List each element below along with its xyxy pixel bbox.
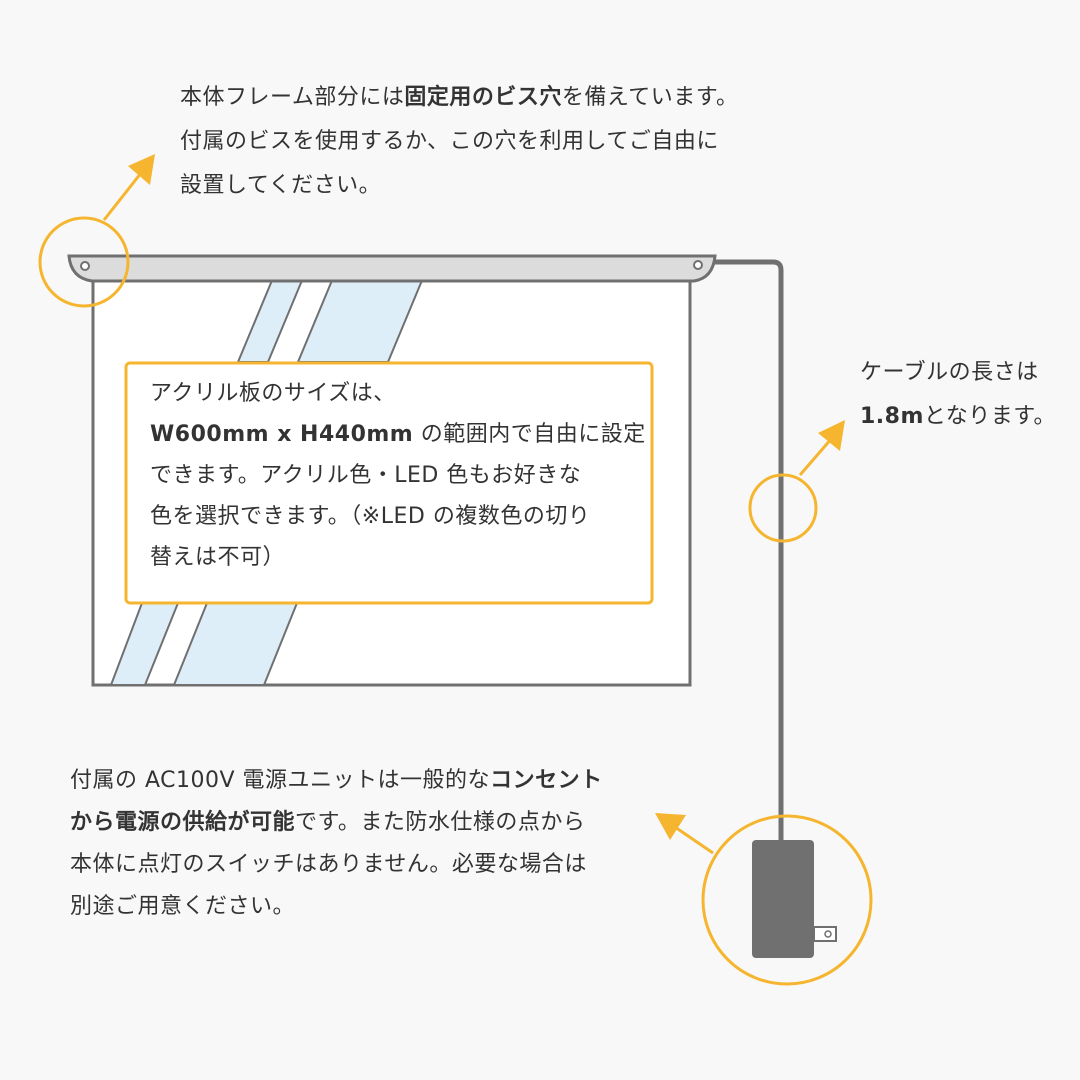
plug-hole xyxy=(824,930,832,938)
note-center-line5: 替えは不可） xyxy=(150,545,286,570)
note-acrylic-size: アクリル板のサイズは、 W600mm x H440mm の範囲内で自由に設定 で… xyxy=(150,373,646,578)
note-top-line1-bold: 固定用のビス穴 xyxy=(404,85,562,110)
note-bottom-line3: 本体に点灯のスイッチはありません。必要な場合は xyxy=(70,852,587,877)
note-cable-line1: ケーブルの長さは xyxy=(860,360,1039,385)
note-bottom-line2-post: です。また防水仕様の点から xyxy=(295,810,586,835)
arrow-bottom-icon xyxy=(655,813,686,840)
note-center-line3: できます。アクリル色・LED 色もお好きな xyxy=(150,463,582,488)
highlight-circle-cable xyxy=(748,473,818,543)
note-top-line1-pre: 本体フレーム部分には xyxy=(180,85,405,110)
highlight-circle-screw xyxy=(38,216,130,308)
highlight-circle-adapter xyxy=(701,814,873,986)
note-bottom-line1-pre: 付属の AC100V 電源ユニットは一般的な xyxy=(70,768,491,793)
note-power-unit: 付属の AC100V 電源ユニットは一般的なコンセント から電源の供給が可能です… xyxy=(70,760,603,928)
power-cable xyxy=(712,259,784,842)
mounting-rail xyxy=(67,254,717,283)
power-adapter-icon xyxy=(752,840,814,958)
callout-box xyxy=(124,361,654,605)
note-center-line1: アクリル板のサイズは、 xyxy=(150,381,396,406)
note-center-line4: 色を選択できます。（※LED の複数色の切り xyxy=(150,504,591,529)
note-mounting-holes: 本体フレーム部分には固定用のビス穴を備えています。 付属のビスを使用するか、この… xyxy=(180,76,739,208)
screw-hole-right-icon xyxy=(693,260,703,270)
arrow-top-icon xyxy=(128,154,155,185)
note-cable-length: ケーブルの長さは 1.8mとなります。 xyxy=(860,351,1056,439)
note-center-line2-bold: W600mm x H440mm xyxy=(150,422,414,447)
note-top-line3: 設置してください。 xyxy=(180,173,382,198)
note-cable-line2-bold: 1.8m xyxy=(860,404,924,429)
screw-hole-left-icon xyxy=(80,261,90,271)
note-top-line1-post: を備えています。 xyxy=(561,85,739,110)
arrow-cable-icon xyxy=(818,420,845,451)
panel-stripes xyxy=(109,277,425,686)
note-bottom-line2-bold: から電源の供給が可能 xyxy=(70,810,296,835)
note-cable-line2-post: となります。 xyxy=(923,404,1057,429)
note-bottom-line1-bold: コンセント xyxy=(490,768,603,793)
note-top-line2: 付属のビスを使用するか、この穴を利用してご自由に xyxy=(180,129,719,154)
note-center-line2-post: の範囲内で自由に設定 xyxy=(413,422,646,447)
note-bottom-line4: 別途ご用意ください。 xyxy=(70,894,296,919)
